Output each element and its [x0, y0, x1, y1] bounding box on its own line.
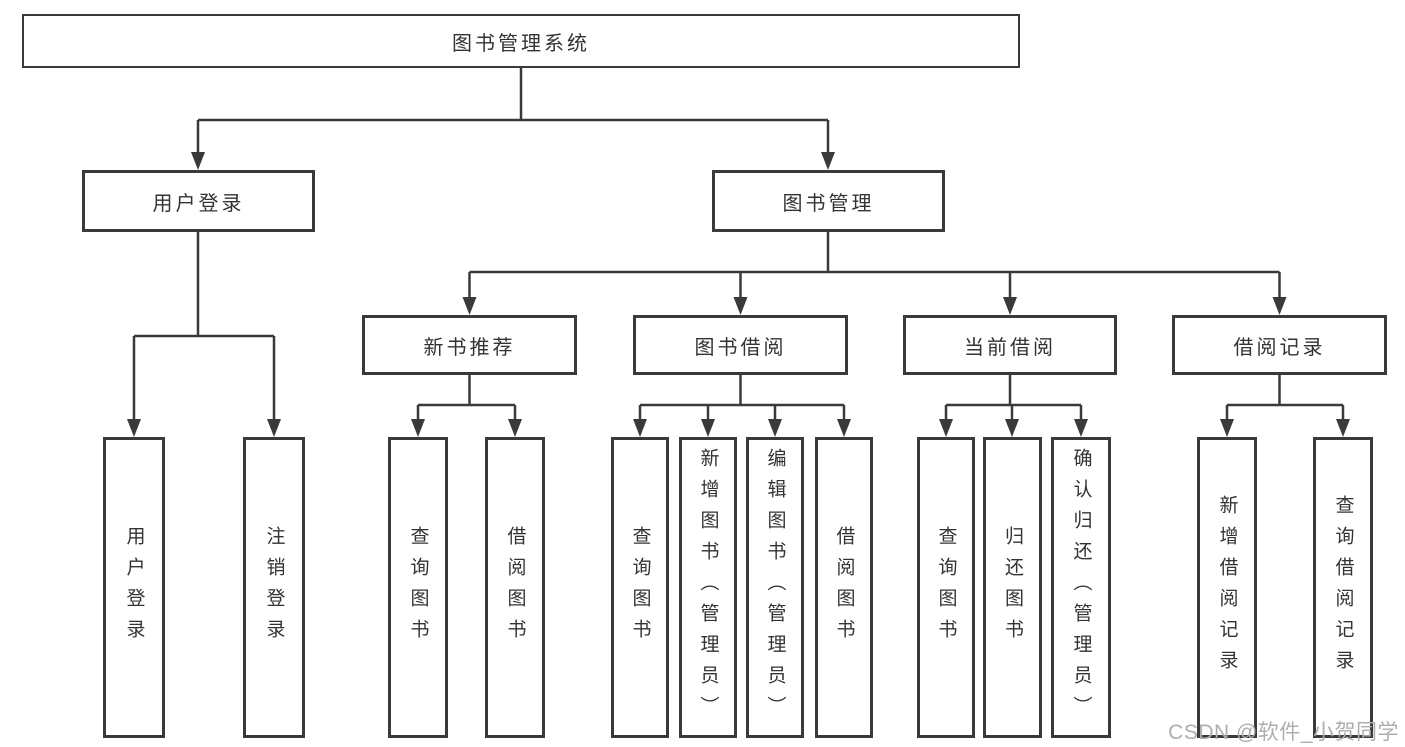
node-book-management: 图书管理 — [712, 170, 945, 232]
leaf-borrow-books: 借阅图书 — [815, 437, 873, 738]
leaf-query-books-recommend: 查询图书 — [388, 437, 448, 738]
node-borrowing-records: 借阅记录 — [1172, 315, 1387, 375]
node-new-book-recommend: 新书推荐 — [362, 315, 577, 375]
leaf-add-borrow-record: 新增借阅记录 — [1197, 437, 1257, 738]
leaf-borrow-books-recommend: 借阅图书 — [485, 437, 545, 738]
node-library-system: 图书管理系统 — [22, 14, 1020, 68]
node-book-borrowing: 图书借阅 — [633, 315, 848, 375]
leaf-add-books-admin: 新增图书（管理员） — [679, 437, 737, 738]
leaf-query-books-borrow: 查询图书 — [611, 437, 669, 738]
node-current-borrowing: 当前借阅 — [903, 315, 1117, 375]
leaf-query-borrow-record: 查询借阅记录 — [1313, 437, 1373, 738]
leaf-logout: 注销登录 — [243, 437, 305, 738]
leaf-edit-books-admin: 编辑图书（管理员） — [746, 437, 804, 738]
leaf-user-login: 用户登录 — [103, 437, 165, 738]
leaf-return-books: 归还图书 — [983, 437, 1042, 738]
leaf-query-books-current: 查询图书 — [917, 437, 975, 738]
arrowheads — [127, 152, 1350, 437]
node-user-login: 用户登录 — [82, 170, 315, 232]
leaf-confirm-return-admin: 确认归还（管理员） — [1051, 437, 1111, 738]
